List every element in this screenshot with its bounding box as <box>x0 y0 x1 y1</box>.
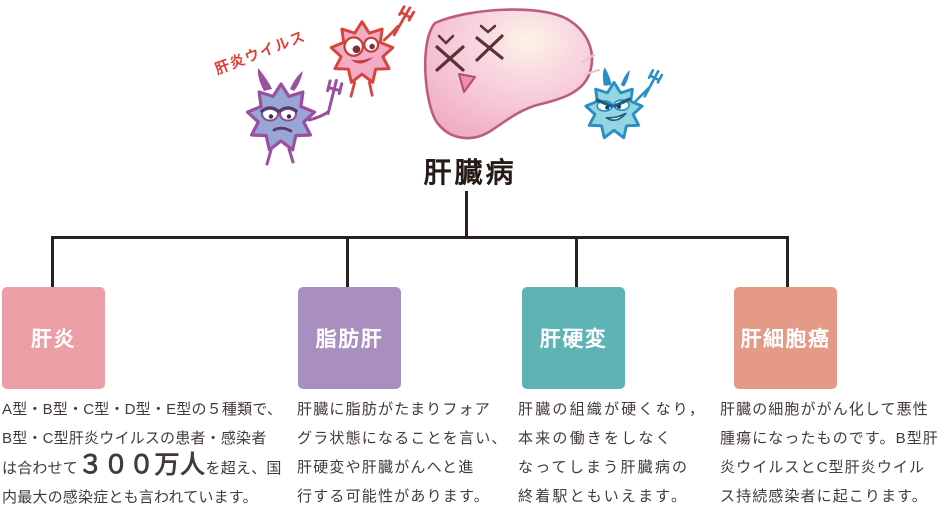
description-text: A型・B型・C型・D型・E型の５種類で、 B型・C型肝炎ウイルスの患者・感染者 … <box>2 401 283 477</box>
category-label: 脂肪肝 <box>315 328 384 351</box>
category-label: 肝硬変 <box>539 328 608 351</box>
illustration <box>245 3 664 166</box>
description-hepatitis: A型・B型・C型・D型・E型の５種類で、 B型・C型肝炎ウイルスの患者・感染者 … <box>2 395 302 512</box>
blue-virus-icon <box>584 67 664 140</box>
connector-drop <box>51 236 54 288</box>
category-box-hepatitis: 肝炎 <box>2 287 105 389</box>
description-fatty-liver: 肝臓に脂肪がたまりフォア グラ状態になることを言い、 肝硬変や肝臓がんへと進 行… <box>297 401 508 505</box>
connector-stem <box>465 191 468 237</box>
description-text: を超え、国 内最大の感染症とも言われています。 <box>2 460 282 506</box>
pink-virus-icon <box>329 3 417 98</box>
highlight-number: ３００万人 <box>78 451 206 479</box>
category-label: 肝炎 <box>31 328 76 351</box>
category-box-fatty-liver: 脂肪肝 <box>298 287 401 389</box>
connector-drop <box>786 236 789 288</box>
connector-drop <box>575 236 578 288</box>
description-carcinoma: 肝臓の細胞ががん化して悪性 腫瘍になったものです。B型肝 炎ウイルスとC型肝炎ウ… <box>720 401 939 505</box>
description-cirrhosis: 肝臓の組織が硬くなり， 本来の働きをしなく なってしまう肝臓病の 終着駅ともいえ… <box>518 401 707 505</box>
sick-liver-icon <box>423 8 601 140</box>
category-label: 肝細胞癌 <box>740 328 831 351</box>
purple-virus-icon <box>245 68 344 166</box>
connector-drop <box>346 236 349 288</box>
connector-horizontal <box>51 236 789 239</box>
category-box-cirrhosis: 肝硬変 <box>522 287 625 389</box>
category-box-carcinoma: 肝細胞癌 <box>734 287 837 389</box>
page-title: 肝臓病 <box>423 157 517 188</box>
